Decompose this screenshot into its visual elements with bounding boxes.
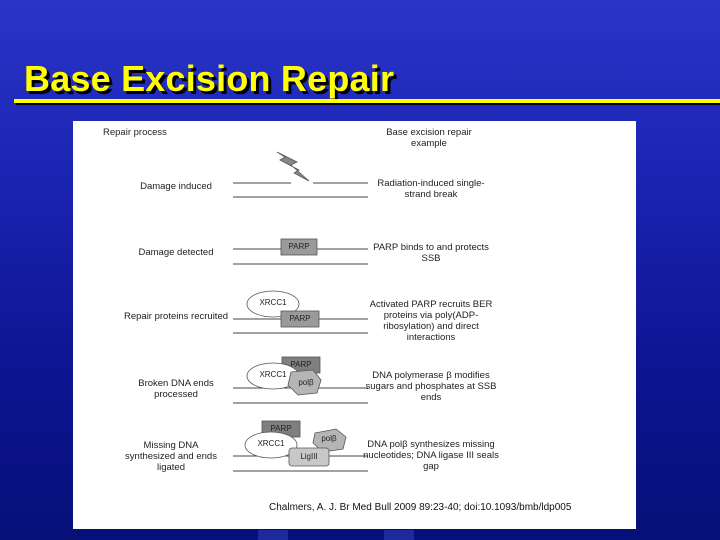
polb-label: polβ [321,434,337,443]
parp-label: PARP [289,314,311,323]
example-text-1: Radiation-induced single-strand break [377,178,485,200]
xrcc1-label: XRCC1 [259,298,287,307]
process-label-5: Missing DNA synthesized and ends ligated [125,440,217,473]
process-label-1: Damage induced [140,181,212,192]
slide-title: Base Excision Repair [24,58,395,99]
ligiii-label: LigIII [300,452,318,461]
ligiii-box [288,447,330,467]
polb-shape [287,369,322,396]
polb-label: polβ [298,378,314,387]
parp-box [280,238,318,256]
step-5-graphic [233,420,368,472]
step-1-graphic [233,151,368,198]
slide-decor [258,530,288,540]
example-text-4: DNA polymerase β modifies sugars and pho… [365,370,497,403]
example-text-5: DNA polβ synthesizes missing nucleotides… [363,439,499,472]
xrcc1-ellipse [246,290,300,318]
process-label-3: Repair proteins recruited [123,311,229,322]
step-3-graphic [233,290,368,334]
slide-decor [384,530,414,540]
parp-label: PARP [288,242,310,251]
example-text-3: Activated PARP recruits BER proteins via… [369,299,493,343]
header-ber-example: Base excision repair example [386,127,472,149]
parp-label: PARP [270,424,292,433]
xrcc1-label: XRCC1 [259,370,287,379]
parp-label: PARP [290,360,312,369]
step-4-graphic [233,356,368,404]
figure-panel: Repair process Base excision repair exam… [73,121,636,529]
title-underline [14,99,720,103]
xrcc1-label: XRCC1 [257,439,285,448]
polb-shape [312,428,347,453]
citation: Chalmers, A. J. Br Med Bull 2009 89:23-4… [269,502,572,513]
lightning-bolt-icon [276,151,310,182]
parp-box [280,310,320,328]
header-repair-process: Repair process [103,127,167,138]
ber-diagram [233,151,368,472]
step-2-graphic [233,238,368,265]
xrcc1-ellipse [244,431,298,459]
example-text-2: PARP binds to and protects SSB [373,242,489,264]
process-label-4: Broken DNA ends processed [138,378,214,400]
process-label-2: Damage detected [138,247,214,258]
